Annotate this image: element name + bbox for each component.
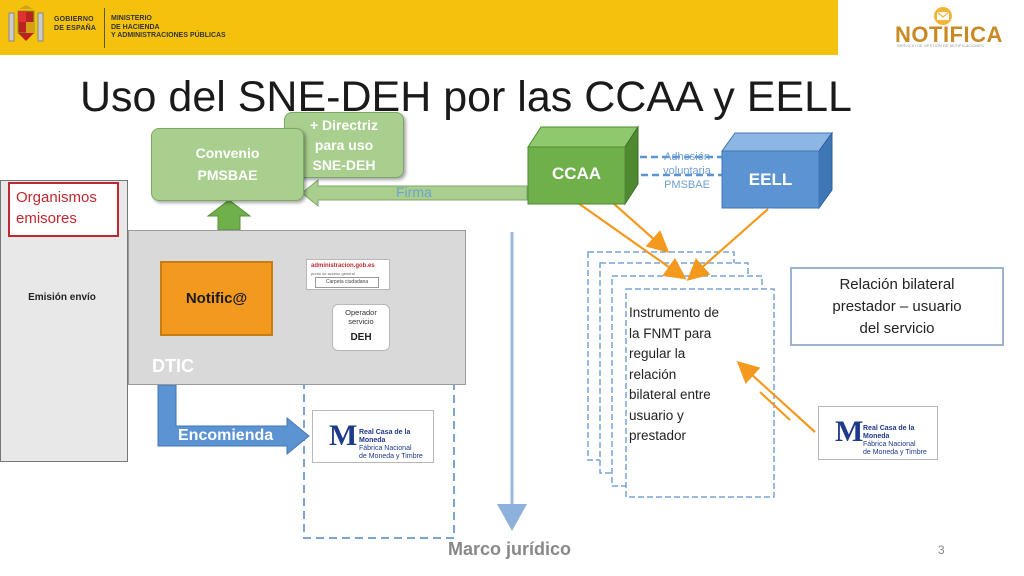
notifica-logo-text: NOTIFICA bbox=[895, 22, 1003, 47]
encomienda-arrow bbox=[157, 384, 310, 456]
firma-label: Firma bbox=[396, 184, 432, 200]
up-arrow-convenio bbox=[206, 199, 252, 231]
header-divider bbox=[104, 8, 105, 48]
notifica-box: Notific@ bbox=[160, 261, 273, 336]
encomienda-label: Encomienda bbox=[178, 427, 274, 444]
page-number: 3 bbox=[938, 543, 945, 557]
firma-arrow bbox=[301, 178, 528, 208]
coat-of-arms-icon bbox=[8, 5, 44, 42]
ccaa-cube bbox=[527, 125, 639, 206]
ccaa-label: CCAA bbox=[551, 164, 602, 183]
slide-title: Uso del SNE-DEH por las CCAA y EELL bbox=[80, 73, 852, 121]
eell-label: EELL bbox=[748, 170, 793, 189]
arrow-fnmt-instrument bbox=[736, 361, 816, 433]
fnmt-m-icon: M bbox=[329, 419, 358, 452]
marco-juridico-label: Marco jurídico bbox=[448, 539, 572, 559]
header-band bbox=[0, 0, 838, 55]
arrow-eell-instrument bbox=[686, 208, 769, 281]
administracion-gob-card: administracion.gob.es punto de acceso ge… bbox=[306, 259, 390, 290]
arrow-ccaa-instrument bbox=[577, 202, 687, 280]
notifica-logo-subtitle: SERVICIO DE GESTIÓN DE NOTIFICACIONES bbox=[897, 43, 984, 48]
notifica-logo-icon bbox=[934, 7, 952, 25]
emision-envio-label: Emisión envío bbox=[28, 292, 96, 303]
eell-cube bbox=[721, 131, 833, 210]
fnmt-m-icon: M bbox=[835, 415, 864, 448]
dtic-label: DTIC bbox=[152, 356, 194, 376]
organismos-emisores-box: Organismos emisores bbox=[8, 182, 119, 237]
instrument-frame bbox=[625, 288, 775, 498]
